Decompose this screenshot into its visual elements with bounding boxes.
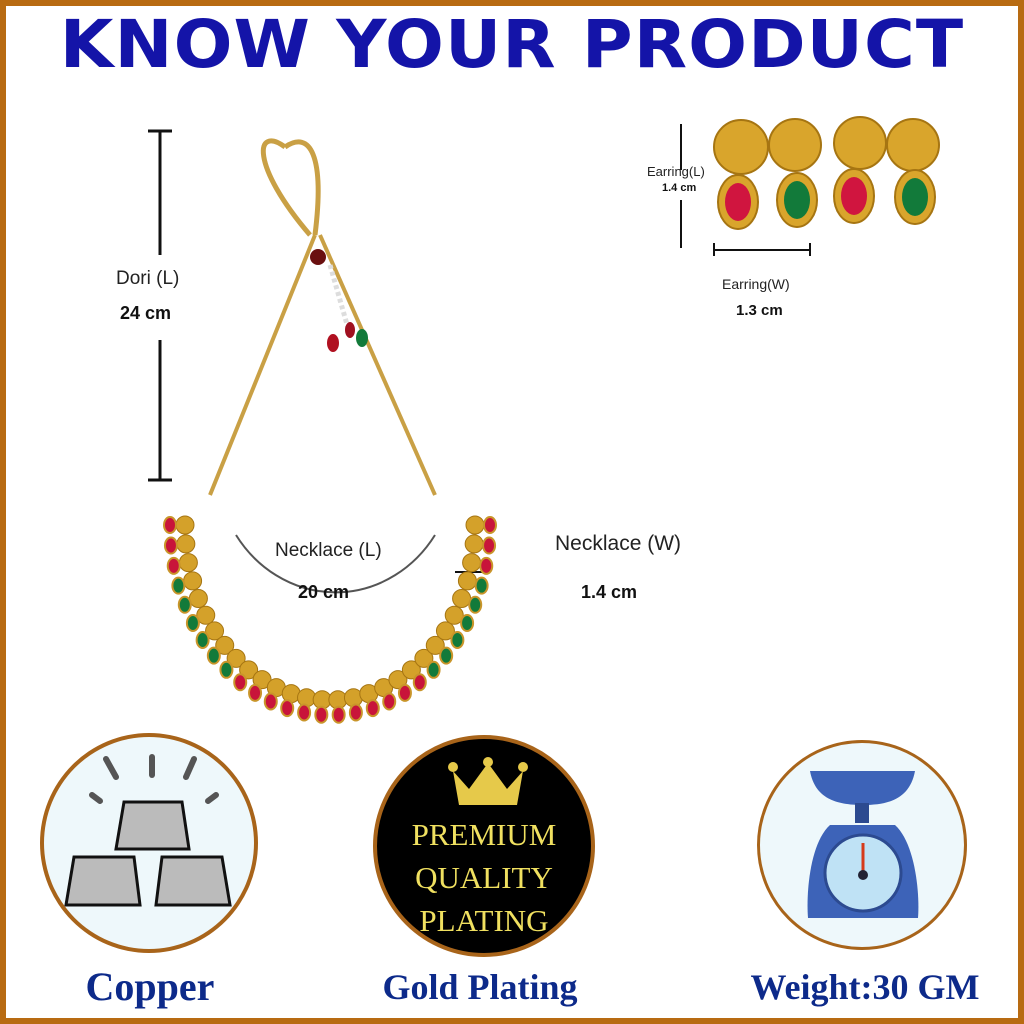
necklace-stone <box>166 556 181 575</box>
feature-label-copper: Copper <box>85 964 215 1009</box>
necklace-flower-bead <box>462 553 482 573</box>
necklace-stone <box>479 556 494 575</box>
necklace-flower-bead <box>414 648 434 668</box>
necklace-stone <box>348 703 363 722</box>
necklace-length-value: 20 cm <box>298 582 350 602</box>
necklace-flower-bead <box>215 635 235 655</box>
necklace-stone <box>297 703 312 722</box>
copper-icon-circle <box>40 733 258 953</box>
earring-width-label: Earring(W) <box>722 276 790 292</box>
necklace-stone <box>171 576 186 595</box>
necklace-flower-bead <box>239 660 259 680</box>
necklace-flower-bead <box>188 588 208 608</box>
earring-length-label: Earring(L) <box>647 164 705 179</box>
necklace-flower-bead <box>205 621 225 641</box>
necklace-stone <box>163 516 177 534</box>
necklace-stone <box>331 705 346 724</box>
necklace-flower-bead <box>401 660 421 680</box>
necklace-stone <box>382 692 397 711</box>
gold-plating-icon-circle: PREMIUM QUALITY PLATING <box>373 735 595 957</box>
necklace-stone <box>177 595 192 614</box>
necklace-stone <box>468 595 483 614</box>
necklace-stone <box>314 705 329 724</box>
necklace-stone <box>195 630 210 649</box>
weighing-scale-icon <box>807 771 919 918</box>
dori-length-label: Dori (L) <box>116 268 180 289</box>
necklace-flower-bead <box>176 534 196 554</box>
necklace-flower-bead <box>175 515 195 535</box>
necklace-stone <box>248 683 263 702</box>
earrings-image <box>680 116 940 256</box>
metal-bars-icon <box>64 754 232 907</box>
necklace-flower-bead <box>425 635 445 655</box>
necklace-flower-bead <box>444 605 464 625</box>
necklace-length-label: Necklace (L) <box>275 540 382 561</box>
page-title: KNOW YOUR PRODUCT <box>59 6 965 83</box>
necklace-stone <box>426 660 441 679</box>
necklace-width-label: Necklace (W) <box>555 532 682 555</box>
necklace-flower-bead <box>465 515 485 535</box>
necklace-stone <box>460 613 475 632</box>
necklace-stone <box>219 660 234 679</box>
necklace-width-value: 1.4 cm <box>581 582 638 602</box>
necklace-stone <box>483 516 497 534</box>
necklace-stone <box>163 536 178 555</box>
necklace-stone <box>474 576 489 595</box>
necklace-flower-bead <box>196 605 216 625</box>
necklace-stone <box>482 536 497 555</box>
premium-badge: PREMIUM QUALITY PLATING <box>377 813 591 942</box>
badge-line-1: PREMIUM <box>411 817 557 852</box>
earring-width-value: 1.3 cm <box>736 302 783 319</box>
dori-dimension-line <box>148 129 172 482</box>
crown-icon <box>448 757 528 805</box>
necklace-image <box>163 138 497 724</box>
feature-label-gold-plating: Gold Plating <box>382 967 578 1007</box>
badge-line-2: QUALITY <box>415 860 553 895</box>
necklace-stone <box>263 692 278 711</box>
necklace-flower-bead <box>388 670 408 690</box>
feature-label-weight: Weight:30 GM <box>750 967 980 1007</box>
necklace-stone <box>185 613 200 632</box>
necklace-flower-bead <box>457 571 477 591</box>
necklace-stone <box>450 630 465 649</box>
necklace-stone <box>412 673 427 692</box>
necklace-flower-bead <box>226 648 246 668</box>
necklace-flower-bead <box>183 571 203 591</box>
weight-icon-circle <box>757 740 967 950</box>
necklace-stone <box>365 699 380 718</box>
necklace-flower-bead <box>464 534 484 554</box>
necklace-stone <box>233 673 248 692</box>
badge-line-3: PLATING <box>419 903 549 938</box>
necklace-stone <box>397 683 412 702</box>
necklace-flower-bead <box>178 553 198 573</box>
necklace-flower-bead <box>252 670 272 690</box>
earring-length-value: 1.4 cm <box>662 182 697 194</box>
necklace-stone <box>206 646 221 665</box>
dori-length-value: 24 cm <box>120 303 172 323</box>
necklace-flower-bead <box>452 588 472 608</box>
necklace-stone <box>280 699 295 718</box>
necklace-stone <box>439 646 454 665</box>
necklace-flower-bead <box>297 688 317 708</box>
necklace-flower-bead <box>435 621 455 641</box>
